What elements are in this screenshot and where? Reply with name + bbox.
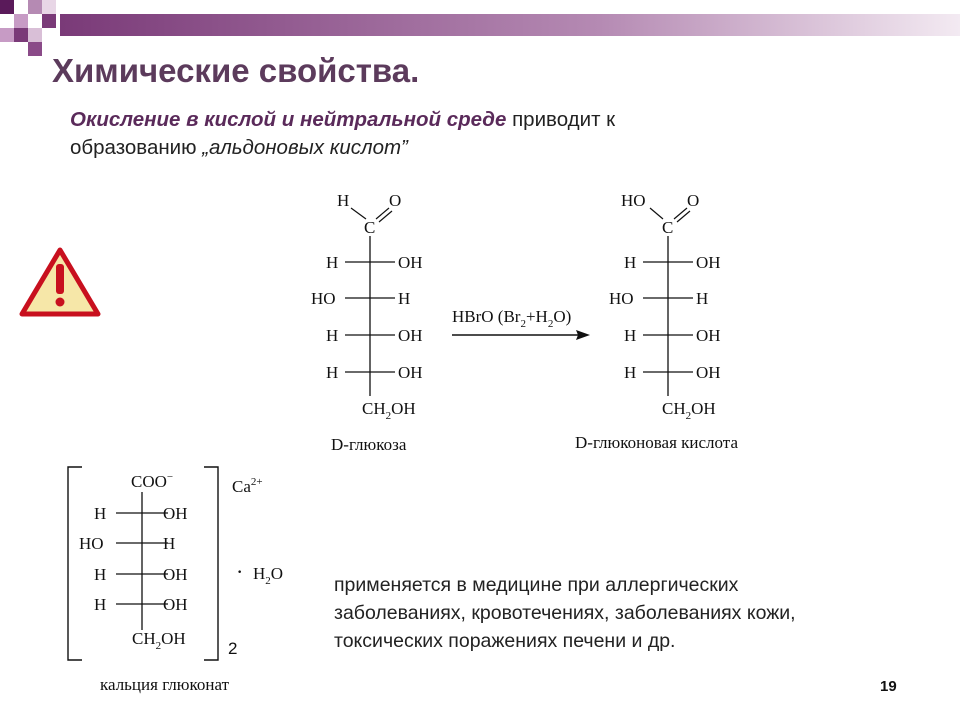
acid-row1-right: OH bbox=[696, 253, 721, 272]
salt-water: H2O bbox=[253, 564, 283, 587]
intro-line2-italic: „альдоновых кислот” bbox=[202, 136, 408, 159]
acid-row2-right: H bbox=[696, 289, 708, 308]
reaction-arrow: HBrO (Br2+H2O) bbox=[452, 307, 590, 340]
acid-row1-left: H bbox=[624, 253, 636, 272]
glucose-top-right: O bbox=[389, 191, 401, 210]
acid-name: D-глюконовая кислота bbox=[575, 433, 738, 452]
header-decoration bbox=[0, 0, 960, 56]
reagent-label: HBrO (Br2+H2O) bbox=[452, 307, 571, 330]
glucose-top-left: H bbox=[337, 191, 349, 210]
intro-line-2: образованию „альдоновых кислот” bbox=[70, 134, 615, 162]
intro-line2-pre: образованию bbox=[70, 136, 203, 159]
intro-rest: приводит к bbox=[506, 108, 616, 131]
glucose-row1-right: OH bbox=[398, 253, 423, 272]
acid-row4-left: H bbox=[624, 363, 636, 382]
salt-row3-right: OH bbox=[163, 565, 188, 584]
salt-row1-right: OH bbox=[163, 504, 188, 523]
salt-top: COO− bbox=[131, 471, 173, 491]
intro-line-1: Окисление в кислой и нейтральной среде п… bbox=[70, 106, 615, 134]
glucose-row4-right: OH bbox=[398, 363, 423, 382]
acid-row4-right: OH bbox=[696, 363, 721, 382]
usage-line-2: заболеваниях, кровотечениях, заболевания… bbox=[334, 602, 796, 624]
salt-row2-right: H bbox=[163, 534, 175, 553]
acid-top-left: HO bbox=[621, 191, 646, 210]
acid-bottom: CH2OH bbox=[662, 399, 716, 422]
acid-top-right: O bbox=[687, 191, 699, 210]
glucose-row3-right: OH bbox=[398, 326, 423, 345]
salt-row4-right: OH bbox=[163, 595, 188, 614]
glucose-row4-left: H bbox=[326, 363, 338, 382]
salt-count: 2 bbox=[228, 639, 237, 658]
calcium-gluconate-structure: COO− H OH HO H H OH H OH CH2OH Ca2+ 2 · … bbox=[67, 466, 283, 694]
glucose-row3-left: H bbox=[326, 326, 338, 345]
salt-bottom: CH2OH bbox=[132, 629, 186, 652]
salt-name: кальция глюконат bbox=[100, 675, 230, 694]
usage-line-3: токсических поражениях печени и др. bbox=[334, 630, 676, 652]
glucose-row2-left: HO bbox=[311, 289, 336, 308]
acid-carbon: C bbox=[662, 218, 673, 237]
warning-triangle-icon bbox=[19, 247, 101, 317]
intro-highlight: Окисление в кислой и нейтральной среде bbox=[70, 108, 507, 131]
gluconic-acid-structure: HO O C H OH HO H H OH H OH CH2OH D-глюко… bbox=[575, 191, 738, 452]
glucose-carbon: C bbox=[364, 218, 375, 237]
intro-text: Окисление в кислой и нейтральной среде п… bbox=[70, 106, 615, 162]
glucose-structure: H O C H OH HO H H OH H OH CH2OH D-глюкоз… bbox=[311, 191, 423, 454]
hydrate-dot: · bbox=[236, 559, 243, 584]
salt-cation: Ca2+ bbox=[232, 476, 263, 496]
salt-row3-left: H bbox=[94, 565, 106, 584]
acid-row3-left: H bbox=[624, 326, 636, 345]
page-title: Химические свойства. bbox=[52, 52, 420, 89]
glucose-row1-left: H bbox=[326, 253, 338, 272]
salt-row2-left: HO bbox=[79, 534, 104, 553]
glucose-bottom: CH2OH bbox=[362, 399, 416, 422]
usage-line-1: применяется в медицине при аллергических bbox=[334, 574, 739, 596]
glucose-row2-right: H bbox=[398, 289, 410, 308]
acid-row3-right: OH bbox=[696, 326, 721, 345]
glucose-name: D-глюкоза bbox=[331, 435, 407, 454]
page-number: 19 bbox=[880, 678, 897, 695]
usage-text: применяется в медицине при аллергических… bbox=[334, 571, 796, 655]
salt-row4-left: H bbox=[94, 595, 106, 614]
acid-row2-left: HO bbox=[609, 289, 634, 308]
salt-row1-left: H bbox=[94, 504, 106, 523]
